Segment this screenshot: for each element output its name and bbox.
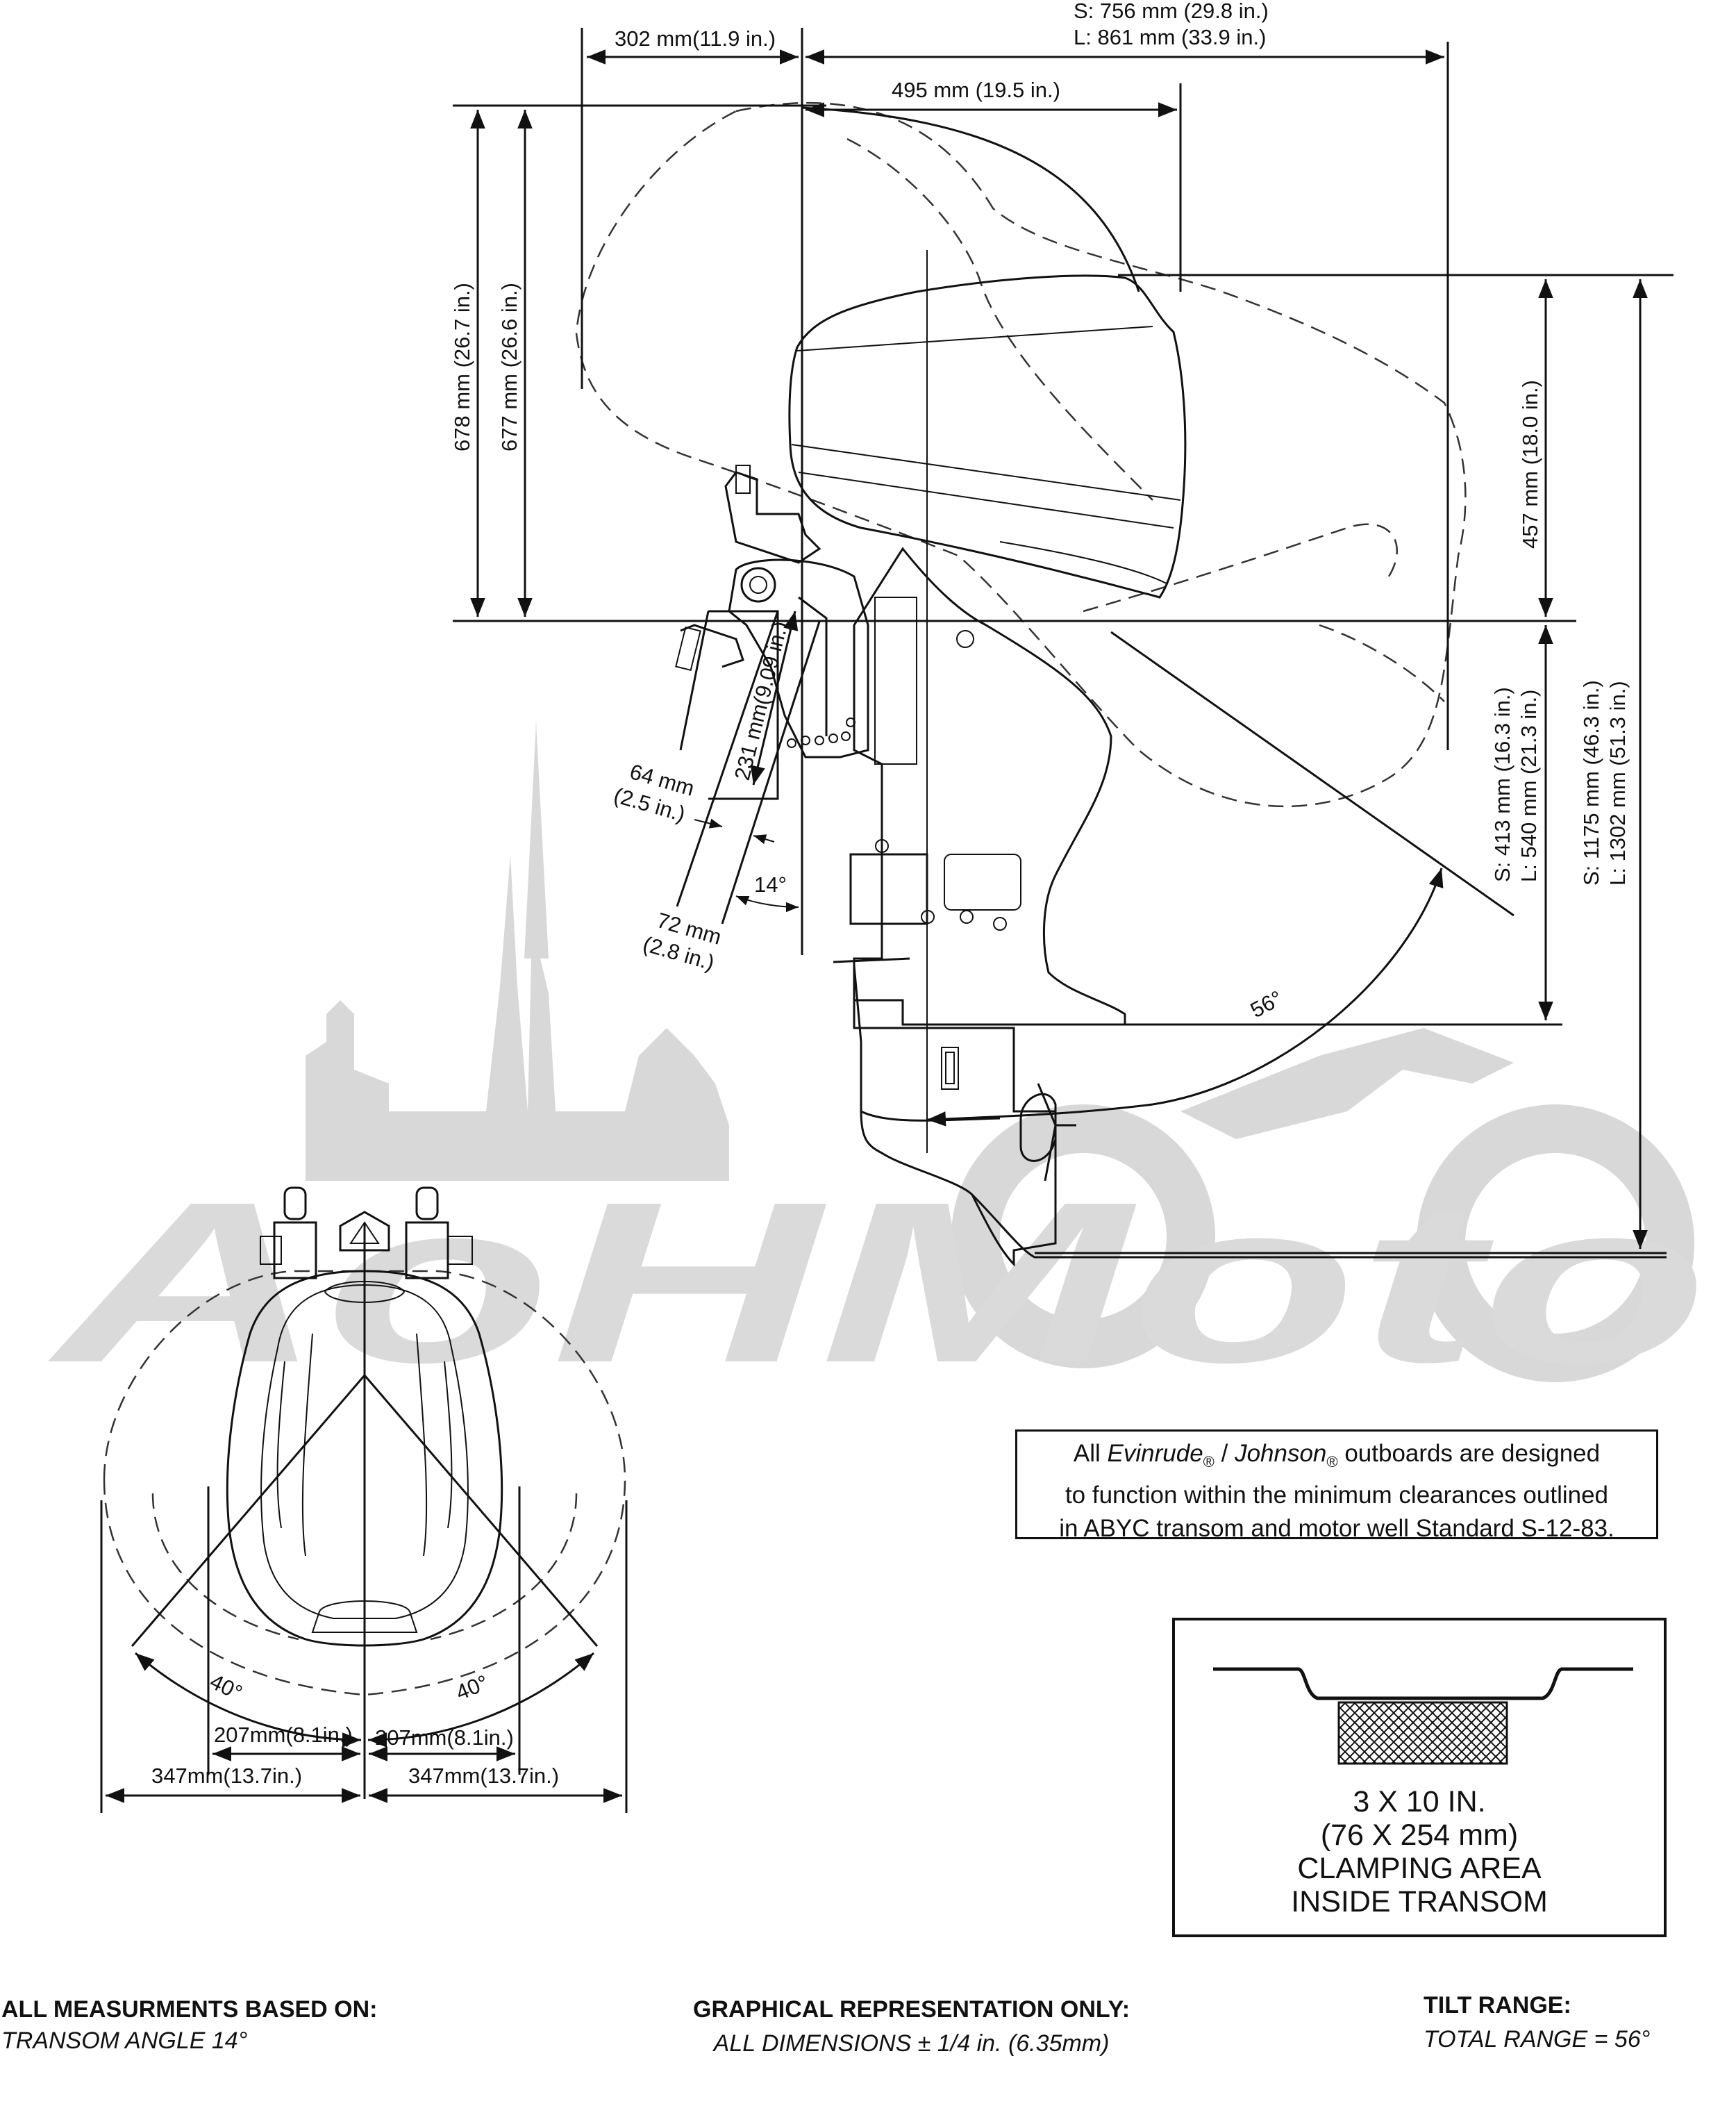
footer-right-title: TILT RANGE: <box>1424 1992 1571 2018</box>
half-width-left: 207mm(8.1in.) <box>214 1723 353 1747</box>
abyc-line-3: in ABYC transom and motor well Standard … <box>1059 1515 1614 1542</box>
overall-short-dimension: S: 1175 mm (46.3 in.) <box>1579 680 1603 886</box>
shaft-short-dimension: S: 413 mm (16.3 in.) <box>1490 687 1514 882</box>
abyc-line-1: All Evinrude® / Johnson® outboards are d… <box>1073 1440 1601 1470</box>
clamping-label: 3 X 10 IN. (76 X 254 mm) CLAMPING AREA I… <box>1291 1785 1548 1918</box>
bracket-length-dimension: 231 mm(9.09 in.) <box>730 619 793 783</box>
clamping-area-hatch <box>1337 1701 1508 1765</box>
abyc-line-2: to function within the minimum clearance… <box>1065 1482 1609 1509</box>
cowl-height-dimension: 457 mm (18.0 in.) <box>1518 380 1542 549</box>
cowl-sweep <box>801 106 1140 292</box>
transom-angle-label: 14° <box>754 872 787 897</box>
watermark: AoHMoto <box>44 715 1708 1410</box>
swing-left: 347mm(13.7in.) <box>151 1764 302 1788</box>
watermark-text: AoHMoto <box>44 1154 1708 1410</box>
footer-center: GRAPHICAL REPRESENTATION ONLY: ALL DIMEN… <box>693 1996 1130 2057</box>
footer-center-value: ALL DIMENSIONS ± 1/4 in. (6.35mm) <box>713 2030 1110 2057</box>
height-677-dimension: 677 mm (26.6 in.) <box>497 283 521 451</box>
footer-left-title: ALL MEASURMENTS BASED ON: <box>1 1996 378 2023</box>
side-view <box>575 101 1667 1267</box>
footer-right: TILT RANGE: TOTAL RANGE = 56° <box>1424 1992 1650 2053</box>
footer-right-value: TOTAL RANGE = 56° <box>1424 2026 1651 2053</box>
cowl-length-dimension: 495 mm (19.5 in.) <box>892 78 1060 102</box>
tilt-depth-long: L: 861 mm (33.9 in.) <box>1074 25 1266 49</box>
transom-section-diagram <box>1213 1667 1633 1765</box>
clamping-area-box: 3 X 10 IN. (76 X 254 mm) CLAMPING AREA I… <box>1172 1618 1667 1937</box>
brand-johnson: Johnson <box>1235 1440 1327 1467</box>
steer-right-angle: 40° <box>453 1670 492 1705</box>
watermark-bike-frame <box>1180 1028 1514 1139</box>
tilt-arc <box>926 868 1444 1127</box>
footer-left-value: TRANSOM ANGLE 14° <box>1 2028 248 2054</box>
overall-long-dimension: L: 1302 mm (51.3 in.) <box>1605 681 1630 886</box>
steer-left-angle: 40° <box>206 1669 246 1705</box>
watermark-skyline <box>306 715 729 1181</box>
tilt-depth-short: S: 756 mm (29.8 in.) <box>1074 0 1269 23</box>
abyc-note: All Evinrude® / Johnson® outboards are d… <box>1015 1429 1658 1542</box>
brand-evinrude: Evinrude <box>1107 1440 1203 1467</box>
shaft-long-dimension: L: 540 mm (21.3 in.) <box>1517 690 1541 882</box>
half-width-right: 207mm(8.1in.) <box>375 1725 514 1750</box>
swing-right: 347mm(13.7in.) <box>408 1764 559 1788</box>
watermark-spire <box>524 722 549 959</box>
footer-center-title: GRAPHICAL REPRESENTATION ONLY: <box>693 1996 1130 2023</box>
lower-cover <box>849 853 928 925</box>
footer-left: ALL MEASURMENTS BASED ON: TRANSOM ANGLE … <box>1 1996 378 2055</box>
tilt-angle-label: 56° <box>1246 986 1287 1022</box>
height-678-dimension: 678 mm (26.7 in.) <box>450 283 474 451</box>
setback-dimension: 302 mm(11.9 in.) <box>615 26 776 51</box>
clamp-bracket <box>675 465 917 765</box>
tilted-motor-ghost <box>575 101 1467 808</box>
engine-cowl <box>788 274 1187 599</box>
gearcase <box>853 965 1057 1267</box>
